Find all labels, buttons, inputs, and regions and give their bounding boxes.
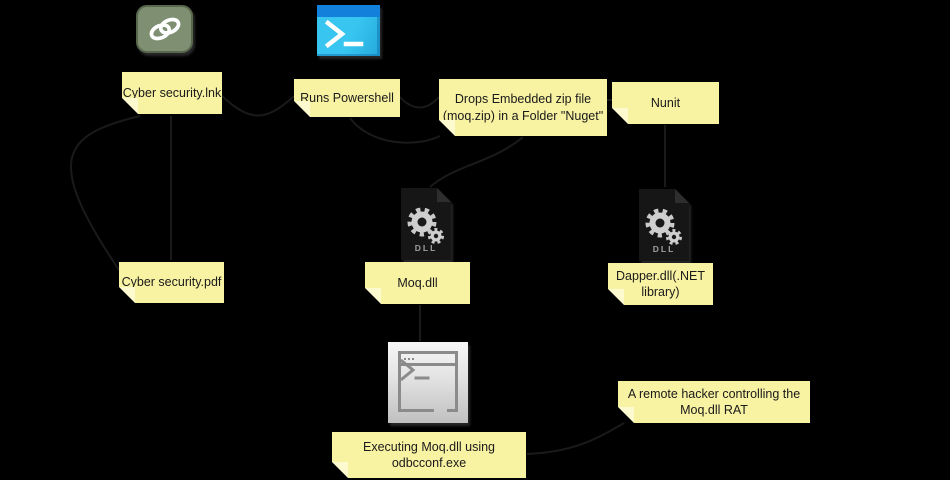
window-bottom-border [447, 409, 455, 412]
window-bottom-border [401, 409, 435, 412]
note-dapper-dll[interactable]: Dapper.dll(.NET library) [608, 263, 713, 305]
powershell-titlebar [317, 5, 380, 17]
shortcut-link-icon[interactable] [136, 5, 193, 53]
note-label: Dapper.dll(.NET library) [616, 268, 705, 299]
window-frame [398, 351, 458, 412]
note-label: Moq.dll [397, 275, 438, 290]
note-nunit[interactable]: Nunit [612, 82, 719, 124]
note-remote-hacker[interactable]: A remote hacker controlling the Moq.dll … [618, 381, 810, 423]
note-label: A remote hacker controlling the Moq.dll … [627, 386, 801, 417]
gears-glyph [407, 207, 445, 245]
prompt-glyph [324, 19, 364, 49]
titlebar-dot [408, 357, 410, 360]
chain-link-glyph [149, 17, 180, 41]
console-window-icon[interactable] [388, 342, 468, 423]
note-moq-dll[interactable]: Moq.dll [365, 262, 470, 304]
gears-glyph [645, 208, 683, 246]
prompt-glyph [399, 358, 430, 382]
note-label: Drops Embedded zip file (moq.zip) in a F… [442, 92, 604, 123]
note-label: Cyber security.pdf [121, 275, 222, 290]
note-label: Cyber security.lnk [122, 85, 222, 100]
dll-text: DLL [652, 244, 676, 254]
note-label: Executing Moq.dll using odbcconf.exe [362, 439, 496, 470]
dll-file-icon-moq[interactable]: DLL [401, 188, 451, 260]
dll-text: DLL [414, 243, 438, 253]
window-titlebar [401, 354, 455, 366]
dll-file-icon-dapper[interactable]: DLL [639, 189, 689, 261]
note-cyber-security-pdf[interactable]: Cyber security.pdf [119, 262, 224, 303]
note-cyber-security-lnk[interactable]: Cyber security.lnk [122, 72, 222, 114]
powershell-terminal-icon[interactable] [317, 5, 380, 56]
note-label: Nunit [650, 95, 681, 110]
note-exec-odbcconf[interactable]: Executing Moq.dll using odbcconf.exe [332, 432, 526, 478]
note-runs-powershell[interactable]: Runs Powershell [294, 79, 400, 117]
titlebar-dot [404, 357, 406, 360]
note-drops-zip[interactable]: Drops Embedded zip file (moq.zip) in a F… [439, 79, 607, 136]
titlebar-dot [412, 357, 414, 360]
